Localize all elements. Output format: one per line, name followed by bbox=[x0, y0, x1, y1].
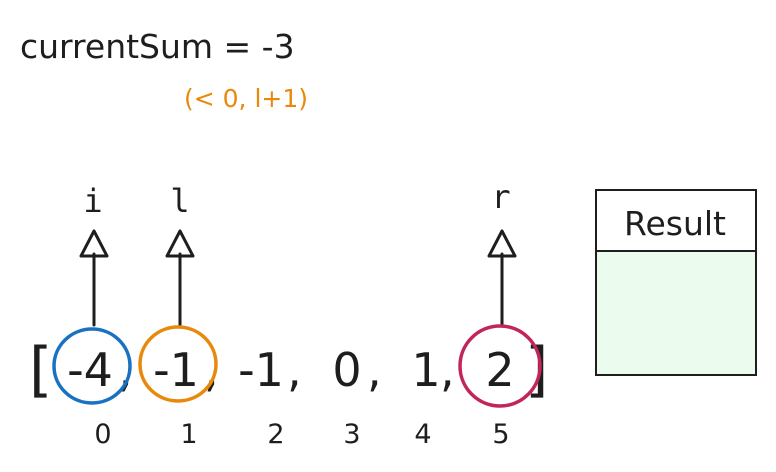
array-index-1: 1 bbox=[180, 419, 197, 450]
array-index-5: 5 bbox=[492, 419, 509, 450]
array-separator-4: , bbox=[440, 343, 455, 397]
result-box: Result bbox=[595, 189, 757, 376]
array-separator-2: , bbox=[287, 343, 302, 397]
current-sum-label: currentSum = -3 bbox=[20, 27, 295, 66]
array-value-4: 1 bbox=[411, 343, 440, 397]
pointer-arrow-i bbox=[79, 229, 109, 327]
highlight-circle-l bbox=[138, 325, 218, 403]
array-index-2: 2 bbox=[267, 419, 284, 450]
pointer-label-r: r bbox=[491, 178, 510, 216]
pointer-label-i: i bbox=[83, 182, 102, 220]
array-open-bracket: [ bbox=[29, 335, 52, 405]
pointer-arrow-r bbox=[487, 229, 517, 327]
array-index-3: 3 bbox=[343, 419, 360, 450]
array-value-5: 2 bbox=[485, 343, 514, 397]
array-index-4: 4 bbox=[414, 419, 431, 450]
result-body bbox=[595, 250, 757, 376]
array-close-bracket: ] bbox=[525, 335, 548, 405]
array-value-1: -1 bbox=[153, 343, 199, 397]
array-value-2: -1 bbox=[238, 343, 284, 397]
array-value-3: 0 bbox=[332, 343, 361, 397]
pointer-arrow-l bbox=[165, 229, 195, 327]
highlight-circle-r bbox=[458, 324, 542, 408]
pointer-label-l: l bbox=[170, 182, 189, 220]
highlight-circle-i bbox=[52, 327, 132, 405]
array-separator-3: , bbox=[367, 343, 382, 397]
result-title: Result bbox=[624, 204, 726, 243]
result-header bbox=[595, 189, 757, 252]
current-sum-note: (< 0, l+1) bbox=[184, 84, 308, 113]
array-index-0: 0 bbox=[94, 419, 111, 450]
array-value-0: -4 bbox=[67, 343, 113, 397]
